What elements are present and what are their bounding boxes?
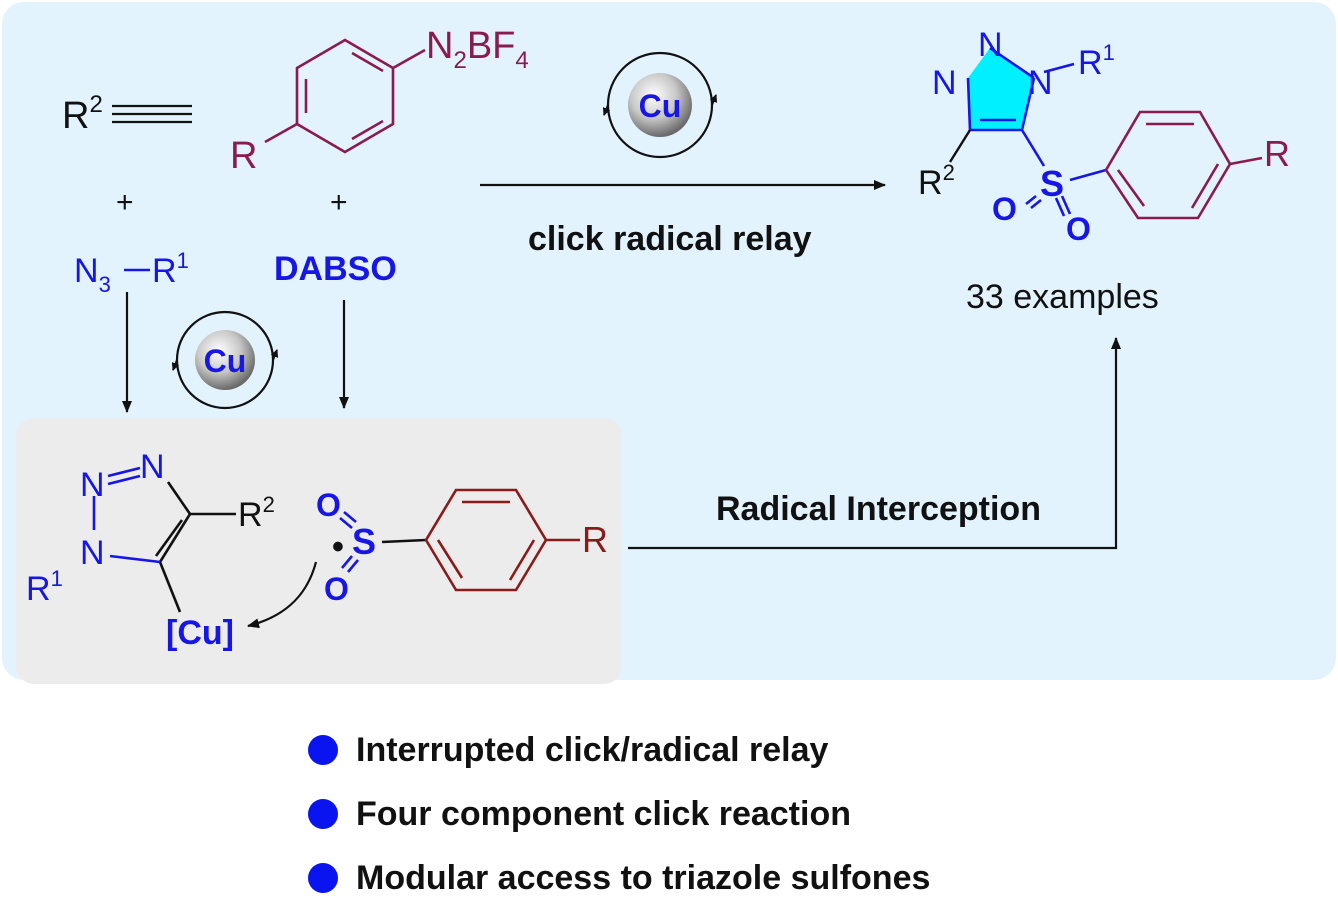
aryl-r-substituent: R (230, 135, 257, 177)
feature-text: Modular access to triazole sulfones (356, 858, 931, 897)
svg-text:O: O (992, 191, 1017, 227)
plus-sign: + (116, 186, 134, 219)
intermediate-panel (16, 418, 622, 684)
azide-r1: R1 (152, 248, 189, 290)
list-item: Interrupted click/radical relay (308, 718, 930, 782)
radical-interception-arrow (628, 337, 1121, 550)
feature-text: Four component click reaction (356, 794, 851, 833)
terminal-alkyne: R2 (62, 91, 192, 137)
svg-text:N: N (80, 534, 105, 572)
svg-text:R2: R2 (918, 160, 955, 202)
catalytic-cycle-icon: Cu (602, 51, 718, 159)
diazonium-group: N2BF4 (426, 25, 529, 74)
svg-text:R1: R1 (1078, 40, 1115, 82)
bullet-icon (308, 735, 338, 765)
list-item: Modular access to triazole sulfones (308, 846, 930, 910)
product-triazole-sulfone: N N N R1 R2 S O O R (918, 26, 1290, 247)
svg-text:•: • (332, 528, 344, 566)
aryl-diazonium-salt (264, 38, 426, 154)
arrow-label-radical-interception: Radical Interception (716, 490, 1041, 528)
svg-text:Cu: Cu (639, 88, 682, 124)
svg-text:N: N (140, 448, 165, 486)
svg-text:R: R (1264, 133, 1290, 174)
svg-text:S: S (352, 521, 376, 562)
copper-triazolide-intermediate: N N N R1 R2 [Cu] (26, 448, 318, 652)
svg-text:N: N (1028, 64, 1053, 102)
svg-text:N: N (978, 26, 1003, 64)
bullet-icon (308, 863, 338, 893)
svg-text:[Cu]: [Cu] (166, 614, 234, 652)
svg-text:S: S (1040, 163, 1064, 204)
catalytic-cycle-icon: Cu (171, 310, 279, 410)
organic-azide: N3 (74, 252, 111, 297)
bullet-icon (308, 799, 338, 829)
feature-list: Interrupted click/radical relay Four com… (308, 718, 930, 910)
feature-text: Interrupted click/radical relay (356, 730, 829, 769)
svg-text:O: O (324, 571, 349, 607)
svg-text:N: N (80, 466, 105, 504)
plus-sign: + (330, 186, 348, 219)
arrow-label-click-radical-relay: click radical relay (528, 220, 812, 258)
svg-text:R1: R1 (26, 566, 63, 608)
dabso-reagent: DABSO (274, 250, 397, 288)
list-item: Four component click reaction (308, 782, 930, 846)
svg-text:O: O (1066, 211, 1091, 247)
reaction-scheme: R2 N2BF4 R + + N3 R1 DABSO Cu Cu (2, 2, 1336, 684)
svg-text:R2: R2 (238, 492, 275, 534)
svg-text:R: R (582, 519, 608, 560)
svg-text:O: O (316, 487, 341, 523)
svg-text:Cu: Cu (204, 343, 247, 379)
examples-count: 33 examples (966, 278, 1159, 316)
svg-text:R2: R2 (62, 91, 103, 137)
svg-text:N: N (932, 64, 957, 102)
sulfonyl-radical: O O S • R (316, 487, 608, 607)
